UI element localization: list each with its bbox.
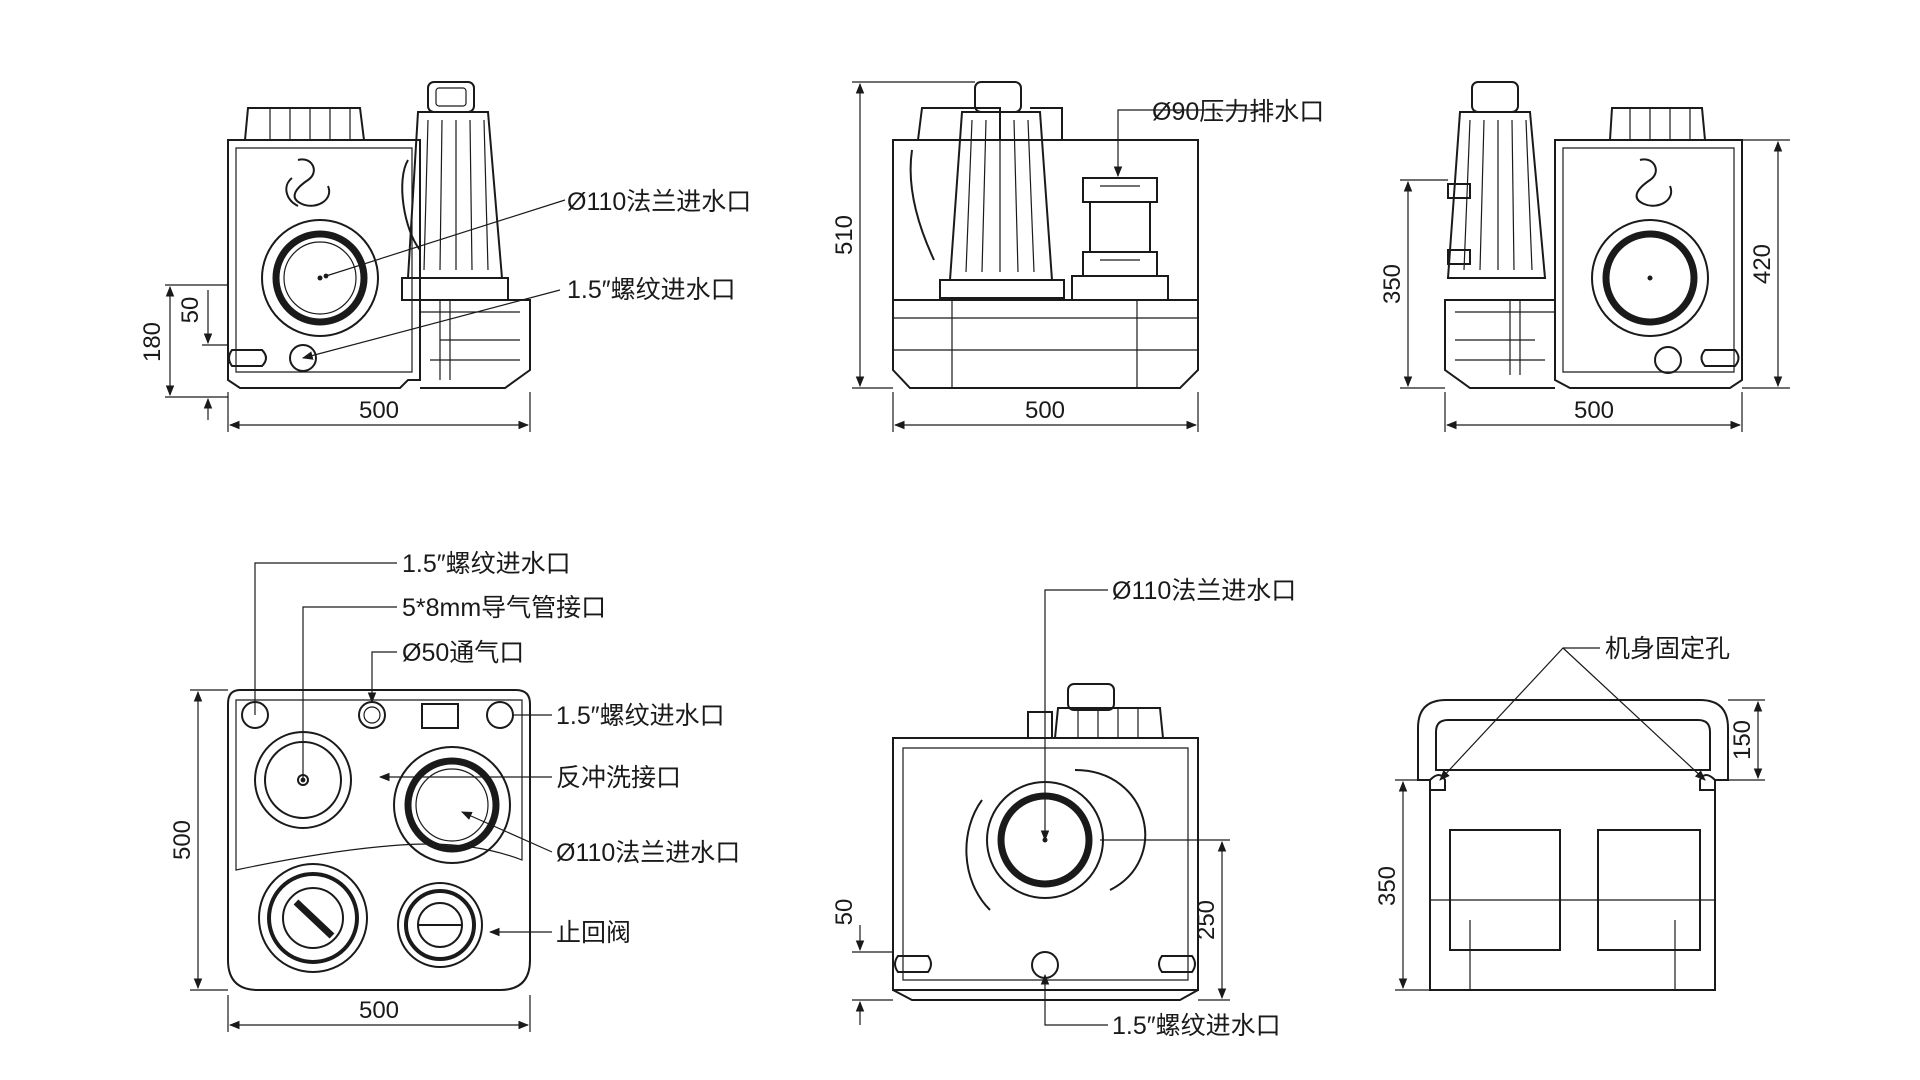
label-vent: Ø50通气口	[402, 639, 524, 667]
brand-logo-icon	[1635, 158, 1673, 207]
pressure-outlet-fitting	[1071, 177, 1169, 301]
label-mount-holes: 机身固定孔	[1605, 635, 1730, 663]
top-view: 1.5″螺纹进水口 5*8mm导气管接口 Ø50通气口 1.5″螺纹进水口 反冲…	[169, 550, 740, 1032]
flange-inlet-circle	[1591, 219, 1709, 337]
brand-logo-icon	[285, 158, 331, 207]
label-flange-inlet: Ø110法兰进水口	[1112, 577, 1296, 605]
dim-150: 150	[1729, 720, 1756, 760]
thread-inlet-circle	[1031, 951, 1059, 979]
thread-inlet-right-hole	[486, 701, 514, 729]
label-thread-inlet-top: 1.5″螺纹进水口	[402, 550, 571, 578]
pump-motor	[401, 81, 509, 380]
dim-420: 420	[1749, 244, 1776, 284]
vent-hole	[358, 701, 386, 729]
label-pressure-outlet: Ø90压力排水口	[1152, 98, 1324, 126]
label-plate	[421, 703, 459, 729]
check-valve-top	[397, 882, 483, 968]
side-view-right: 500 350 420	[1379, 81, 1790, 432]
flange-inlet-circle	[393, 746, 511, 864]
label-flange-inlet: Ø110法兰进水口	[567, 188, 751, 216]
dim-width: 500	[359, 397, 399, 424]
thread-inlet-circle	[289, 344, 317, 372]
back-view: Ø110法兰进水口 1.5″螺纹进水口 50 250	[831, 577, 1296, 1040]
dim-width: 500	[1574, 397, 1614, 424]
dim-50: 50	[177, 297, 204, 324]
label-thread-inlet: 1.5″螺纹进水口	[1112, 1012, 1281, 1040]
front-view: Ø90压力排水口 500 510	[831, 81, 1324, 432]
bottom-view: 机身固定孔 150 350	[1374, 635, 1765, 991]
label-thread-inlet: 1.5″螺纹进水口	[567, 276, 736, 304]
label-thread-inlet-right: 1.5″螺纹进水口	[556, 702, 725, 730]
dim-250: 250	[1193, 900, 1220, 940]
dim-180: 180	[139, 322, 166, 362]
flange-inlet-circle	[261, 219, 379, 337]
label-flange-inlet: Ø110法兰进水口	[556, 839, 740, 867]
pump-top	[258, 863, 368, 973]
label-check-valve: 止回阀	[556, 919, 631, 947]
dim-50: 50	[831, 899, 858, 926]
dim-width: 500	[359, 997, 399, 1024]
dim-350: 350	[1379, 264, 1406, 304]
dim-depth: 500	[169, 820, 196, 860]
label-backflush: 反冲洗接口	[556, 764, 681, 792]
dim-width: 500	[1025, 397, 1065, 424]
dim-350: 350	[1374, 866, 1401, 906]
side-view-left: Ø110法兰进水口 1.5″螺纹进水口 500 180 50	[139, 81, 751, 432]
dim-510: 510	[831, 215, 858, 255]
label-air-pipe: 5*8mm导气管接口	[402, 594, 606, 622]
